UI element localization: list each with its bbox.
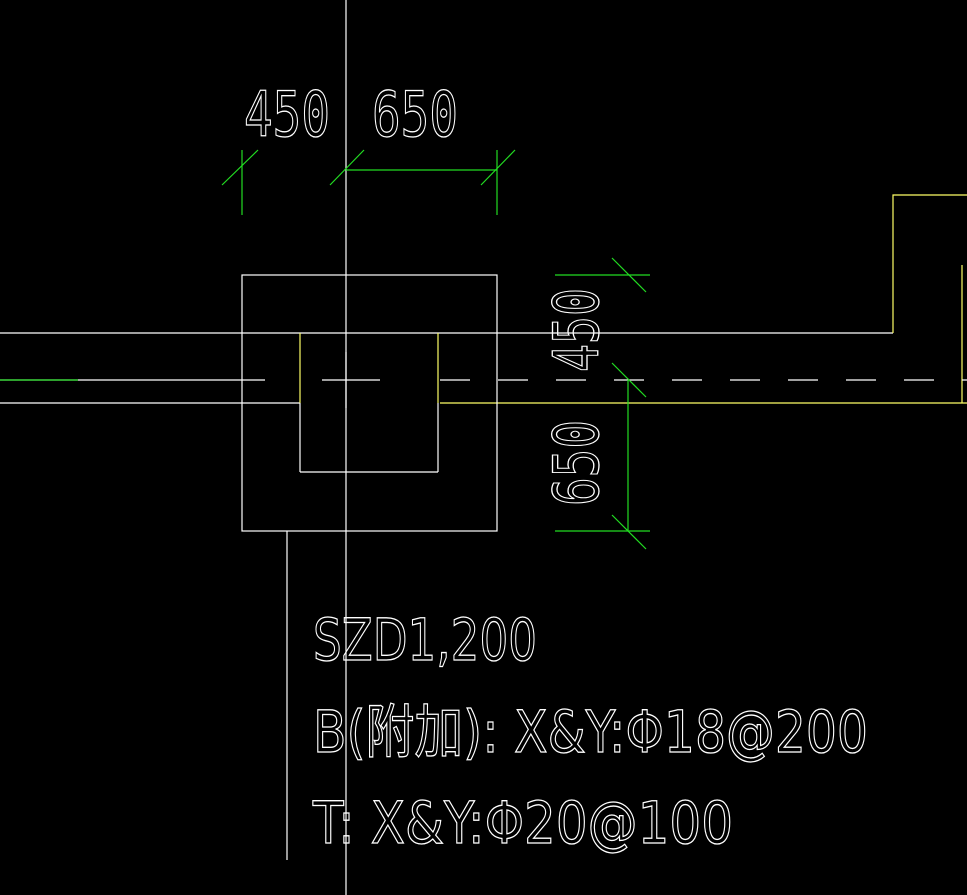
dim-450-vertical: 450 (540, 288, 613, 372)
pile-cap-outline (241, 274, 498, 532)
annotation-pile-cap-id: SZD1,200 (313, 606, 537, 674)
dim-650-horizontal: 650 (372, 78, 458, 151)
annotation-bottom-rebar: B(附加): X&Y:Φ18@200 (313, 698, 868, 766)
vertical-dimension (555, 257, 650, 550)
beam-left (0, 332, 300, 404)
dim-450-horizontal: 450 (244, 78, 330, 151)
beam-right (440, 194, 967, 404)
column-section (299, 332, 440, 473)
horizontal-dimension (221, 149, 516, 215)
center-cross-mark (322, 352, 380, 408)
annotation-top-rebar: T: X&Y:Φ20@100 (312, 789, 733, 857)
dim-650-vertical: 650 (540, 420, 613, 506)
